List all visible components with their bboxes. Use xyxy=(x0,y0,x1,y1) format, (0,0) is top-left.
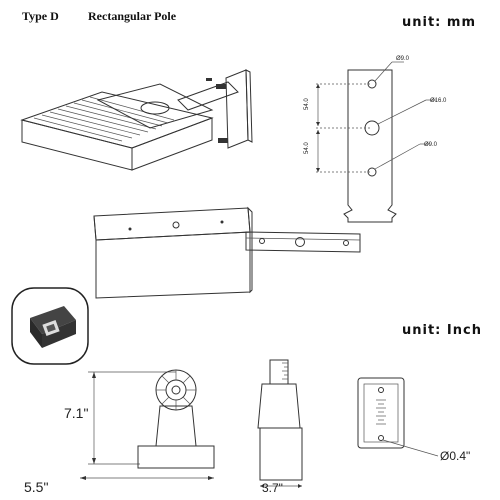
hole-top-label: Ø9.0 xyxy=(396,56,410,62)
spacing-upper-label: 54.0 xyxy=(304,98,310,110)
mount-label: Rectangular Pole xyxy=(88,9,177,23)
plate-view-drawing xyxy=(357,377,439,457)
unit-mm-label: unit: mm xyxy=(402,15,476,30)
hole-center-label: Ø16.0 xyxy=(430,98,447,104)
rectangular-pole-drawing xyxy=(93,206,361,299)
hole-bottom-label: Ø9.0 xyxy=(424,142,438,148)
front-view-drawing xyxy=(257,359,303,488)
width-label: 5.5" xyxy=(24,479,48,495)
height-label: 7.1" xyxy=(64,405,88,421)
hole-inch-label: Ø0.4" xyxy=(440,449,470,463)
side-view-drawing xyxy=(80,369,215,480)
plate-hole-center xyxy=(364,120,380,136)
spacing-lower-label: 54.0 xyxy=(304,142,310,154)
mm-plate-drawing xyxy=(316,61,436,223)
unit-inch-label: unit: Inch xyxy=(402,323,482,338)
fixture-drawing xyxy=(20,69,253,171)
depth-label: 3.7" xyxy=(262,481,283,495)
type-label: Type D xyxy=(22,9,59,23)
bracket-photo-inset xyxy=(11,287,89,365)
